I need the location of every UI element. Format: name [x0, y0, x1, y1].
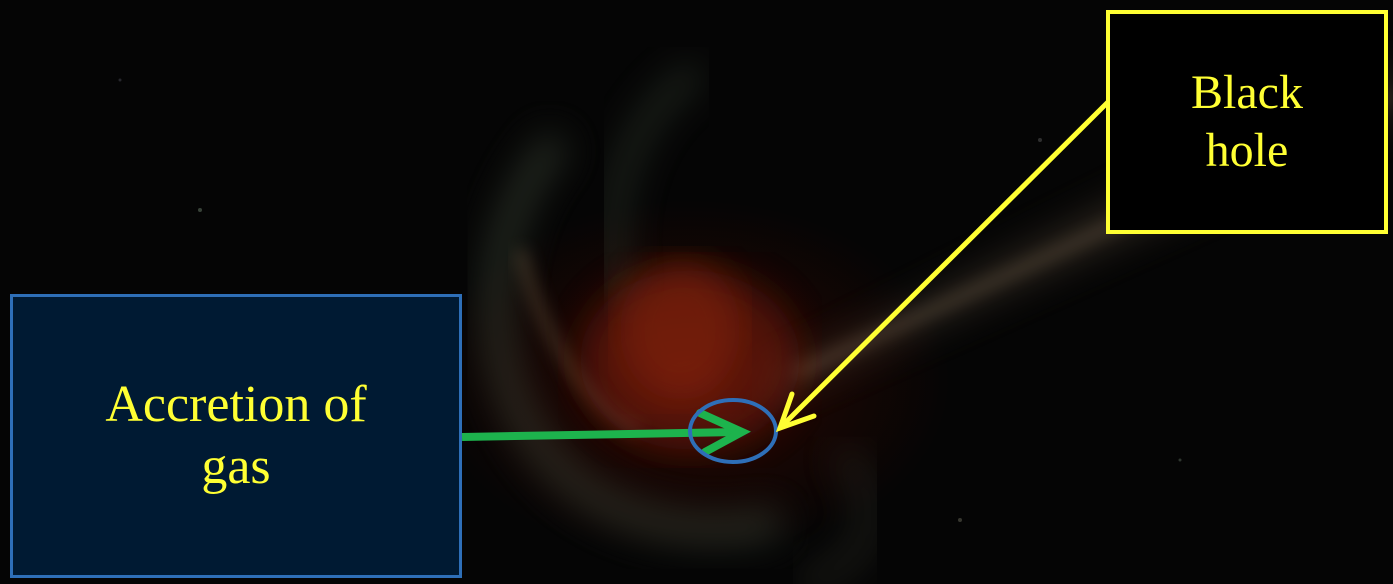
black-hole-label-box: Black hole [1106, 10, 1388, 234]
accretion-label-box: Accretion of gas [10, 294, 462, 578]
accretion-label: Accretion of gas [105, 375, 367, 495]
black-hole-label: Black hole [1191, 66, 1303, 177]
